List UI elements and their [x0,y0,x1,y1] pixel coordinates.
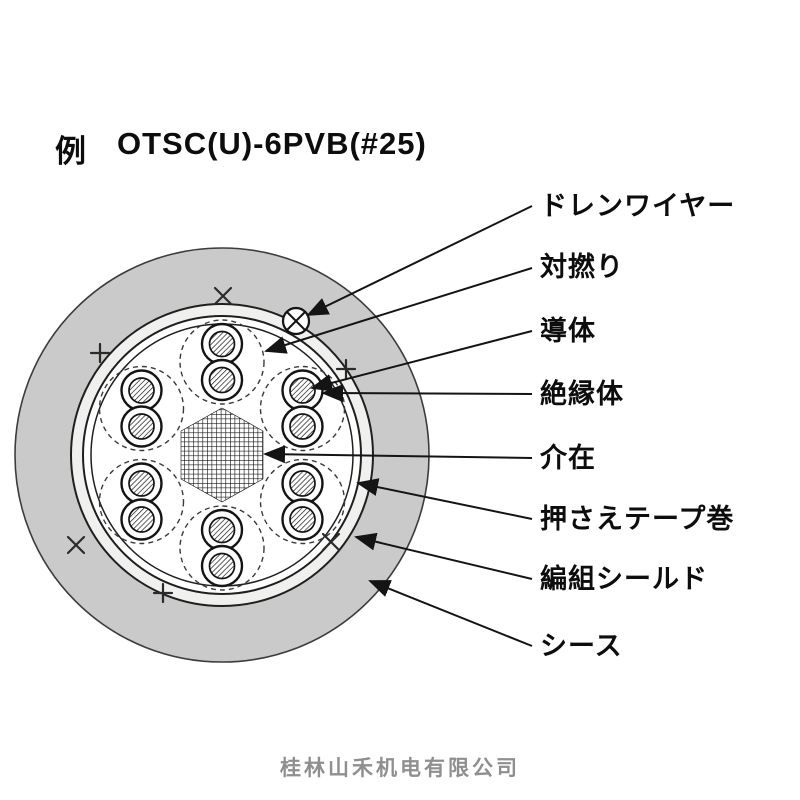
conductor-core [289,470,316,497]
braid-mark-plus-bottom-left [152,582,174,604]
drain-wire [281,306,311,336]
conductor-core [128,413,155,440]
label-drain-wire: ドレンワイヤー [540,191,736,221]
center-filler [180,407,264,503]
label-sheath: シース [540,631,623,661]
pair-dashed-outline [98,365,185,452]
conductor-core [128,377,155,404]
twisted-pair-lower-left [98,458,185,545]
label-filler: 介在 [540,443,596,473]
twisted-pair-upper-left [98,365,185,452]
braid-mark-plus-upper-right [335,358,357,380]
watermark-text: 桂林山禾机电有限公司 [280,757,520,780]
leader-line-conductor [310,330,533,392]
pair-dashed-outline [98,458,185,545]
page-title: 例 OTSC(U)-6PVB(#25) [55,126,427,171]
leader-line-insulation [321,384,533,403]
conductor-core [128,470,155,497]
leader-line-twisted-pair [264,267,533,354]
pair-dashed-outline [259,458,346,545]
pair-dashed-outline [259,365,346,452]
title-code-label: OTSC(U)-6PVB(#25) [117,126,427,161]
leader-line-tape-wrap [356,478,533,520]
drain-wire-cross [286,311,306,331]
conductor-core [208,516,236,544]
braid-mark-x-top [213,286,233,306]
conductor-core [289,506,316,533]
braid-mark-x-lower-right [321,532,341,552]
twisted-pair-lower-right [259,458,346,545]
label-braided-shield: 編組シールド [540,564,708,594]
label-insulation: 絶縁体 [540,379,624,409]
leader-line-drain-wire [306,205,533,316]
pair-dashed-outline [179,319,265,405]
conductor-core [208,552,236,580]
label-conductor: 導体 [540,316,596,346]
braid-mark-x-left [66,535,86,555]
conductor-core [289,413,316,440]
conductor-core [128,506,155,533]
leader-line-braided-shield [354,532,533,580]
pair-dashed-outline [179,505,265,591]
conductor-core [289,377,316,404]
title-example-label: 例 [55,134,87,169]
twisted-pair-bottom [179,505,265,591]
label-twisted-pair: 対撚り [540,252,624,282]
conductor-core [208,330,236,358]
leader-line-sheath [368,580,533,647]
conductor-core [208,366,236,394]
label-tape-wrap: 押さえテープ巻 [540,504,735,534]
twisted-pair-top [179,319,265,405]
leader-line-filler [263,445,533,464]
braid-mark-plus-upper-left [89,342,111,364]
